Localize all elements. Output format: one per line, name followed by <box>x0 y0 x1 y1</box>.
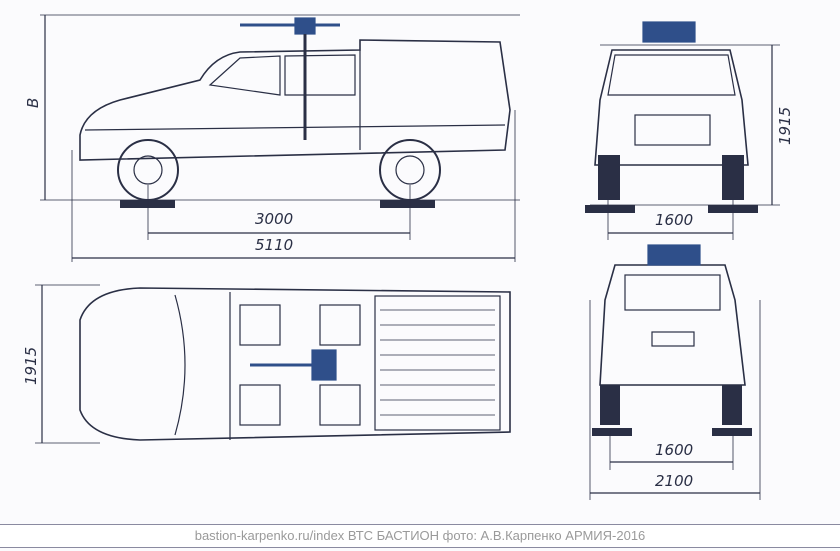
length-label: 5110 <box>255 236 293 254</box>
caption-bar: bastion-karpenko.ru/index ВТС БАСТИОН фо… <box>0 524 840 548</box>
vehicle-body-top <box>79 287 511 441</box>
weapon-mount-front <box>642 21 696 43</box>
source-caption: bastion-karpenko.ru/index ВТС БАСТИОН фо… <box>194 528 646 543</box>
vehicle-body-front <box>594 49 749 166</box>
weapon-mount-top <box>250 349 337 381</box>
top-view <box>35 284 511 444</box>
height-label: В <box>24 98 42 108</box>
front-view <box>585 21 780 240</box>
front-track-label: 1600 <box>655 211 693 229</box>
top-width-label: 1915 <box>22 347 40 385</box>
rear-track-label: 1600 <box>655 441 693 459</box>
cargo-bed <box>374 295 501 431</box>
side-windows <box>208 54 356 96</box>
weapon-mount-rear <box>647 244 701 266</box>
overall-width-label: 2100 <box>655 472 693 490</box>
side-view <box>40 14 520 262</box>
wheelbase-label: 3000 <box>255 210 293 228</box>
vehicle-body-rear <box>599 264 746 386</box>
vehicle-body-side <box>79 39 511 161</box>
front-height-label: 1915 <box>776 107 794 145</box>
rear-view <box>589 244 761 500</box>
weapon-mount-side <box>240 17 340 140</box>
